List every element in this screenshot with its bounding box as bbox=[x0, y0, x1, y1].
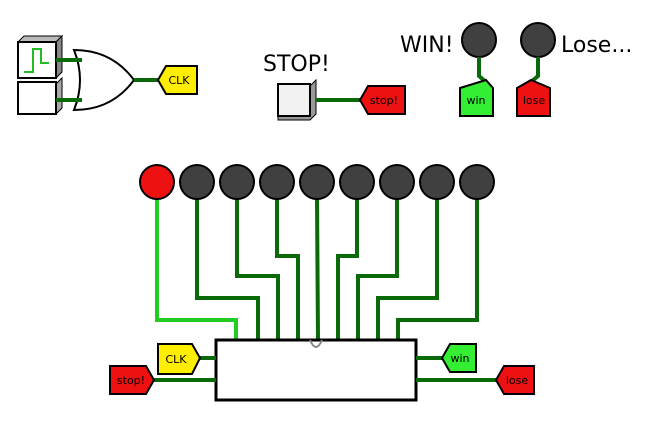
led-7 bbox=[379, 164, 415, 200]
led-wire-9 bbox=[396, 199, 479, 340]
stop-title: STOP! bbox=[263, 52, 330, 77]
led-8 bbox=[419, 164, 455, 200]
win-title: WIN! bbox=[400, 33, 454, 58]
led-wire-2 bbox=[195, 199, 260, 340]
lose-tag-bottom-label: lose bbox=[506, 374, 529, 387]
chip-notch bbox=[309, 339, 323, 348]
stop-tag-bottom: stop! bbox=[109, 365, 156, 395]
win-tag-bottom: win bbox=[440, 343, 477, 373]
lose-tag-top-label: lose bbox=[523, 94, 546, 107]
led-wire-8 bbox=[376, 199, 439, 340]
stop-tag-bottom-label: stop! bbox=[117, 374, 145, 387]
main-chip bbox=[214, 338, 418, 402]
win-led bbox=[461, 22, 497, 58]
led-wire-3 bbox=[235, 199, 280, 340]
led-row bbox=[139, 164, 495, 200]
led-3 bbox=[219, 164, 255, 200]
lose-tag-top: lose bbox=[516, 78, 551, 117]
led-4 bbox=[259, 164, 295, 200]
led-wire-7 bbox=[356, 199, 399, 340]
stop-tag-top-label: stop! bbox=[370, 94, 398, 107]
led-6 bbox=[339, 164, 375, 200]
led-wire-4 bbox=[275, 199, 300, 340]
clk-tag-top: CLK bbox=[156, 65, 198, 95]
clk-tag-bottom-label: CLK bbox=[165, 353, 187, 366]
stop-tag-top: stop! bbox=[358, 85, 406, 115]
led-row-wires bbox=[155, 198, 479, 341]
led-1 bbox=[139, 164, 175, 200]
lose-title: Lose... bbox=[561, 33, 632, 58]
lose-tag-bottom: lose bbox=[494, 365, 535, 395]
clk-tag-top-label: CLK bbox=[168, 74, 190, 87]
led-wire-5 bbox=[315, 198, 320, 341]
led-2 bbox=[179, 164, 215, 200]
clock-source[interactable] bbox=[16, 34, 64, 80]
clock-wave-icon bbox=[24, 48, 49, 73]
win-tag-top-label: win bbox=[466, 94, 485, 107]
stop-button[interactable] bbox=[277, 78, 317, 121]
clk-tag-bottom: CLK bbox=[157, 343, 202, 375]
led-wire-6 bbox=[336, 199, 359, 340]
led-5 bbox=[299, 164, 335, 200]
or-gate bbox=[72, 48, 136, 112]
win-tag-bottom-label: win bbox=[450, 352, 469, 365]
clock-button[interactable] bbox=[17, 76, 63, 115]
led-wire-1 bbox=[155, 199, 238, 340]
led-9 bbox=[459, 164, 495, 200]
win-tag-top: win bbox=[459, 78, 494, 117]
lose-led bbox=[520, 22, 556, 58]
